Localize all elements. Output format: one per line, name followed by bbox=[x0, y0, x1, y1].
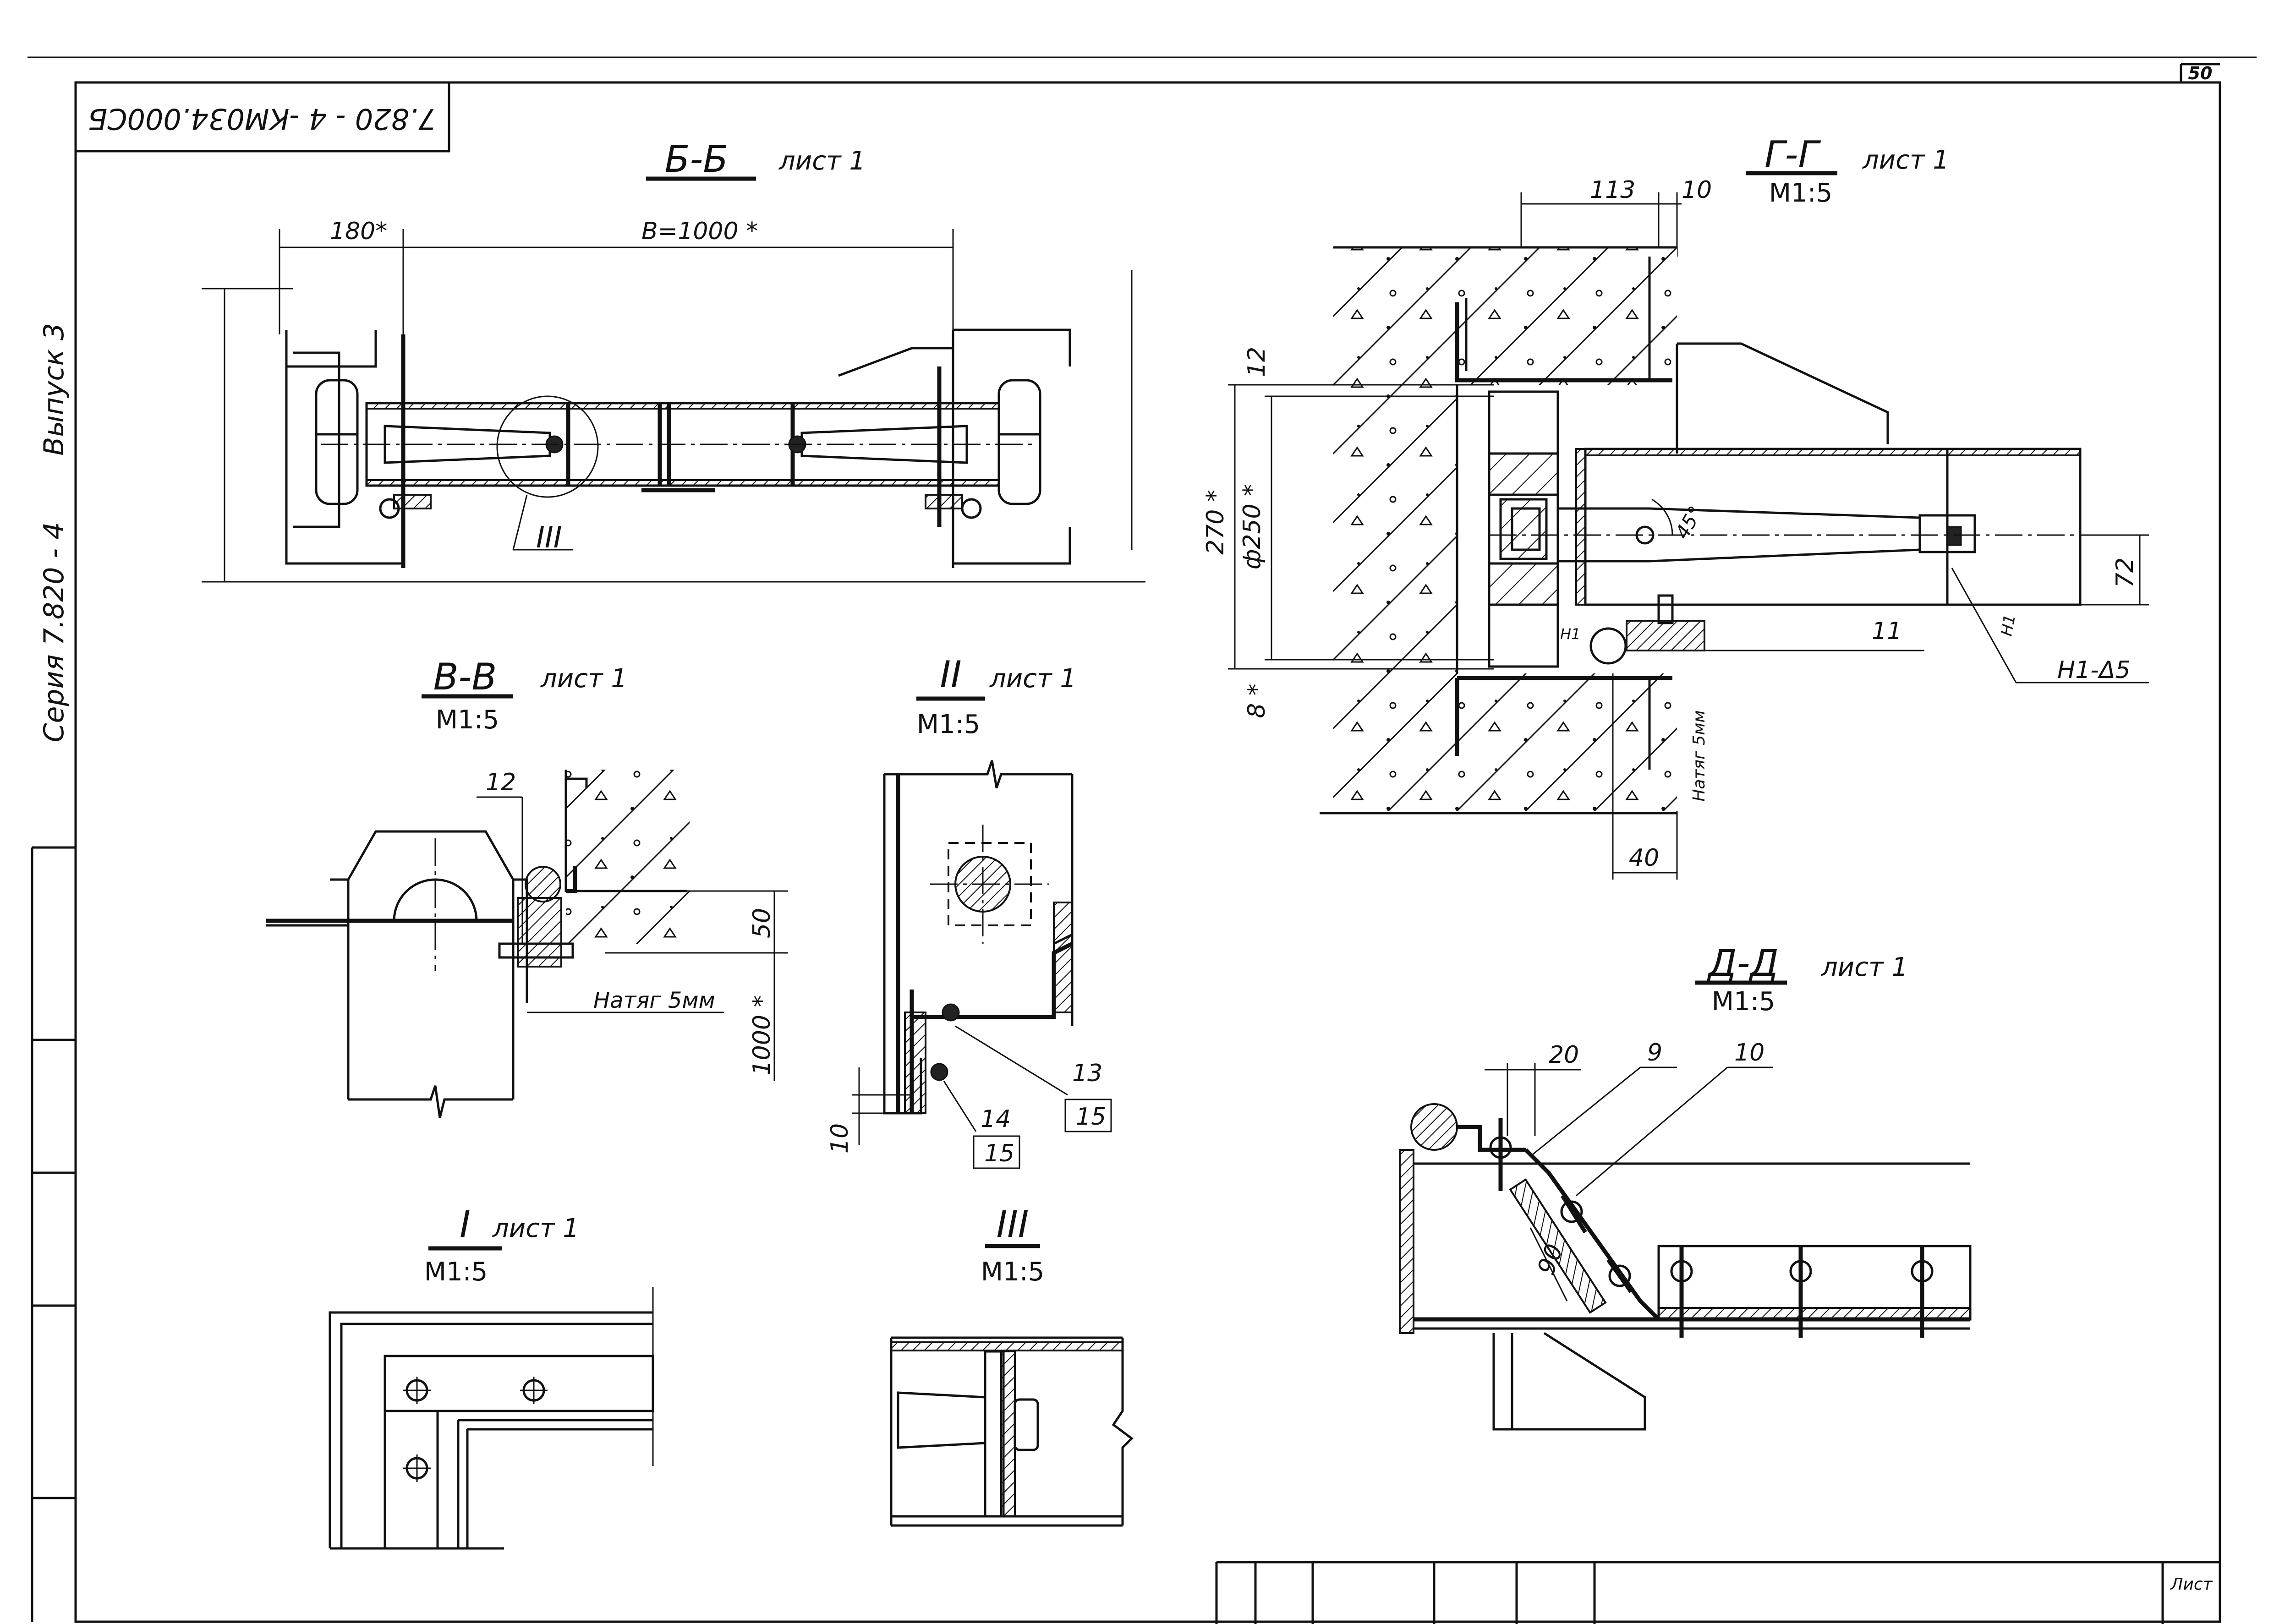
gg-seal bbox=[1589, 627, 1627, 665]
dd-label-9: 9 bbox=[1647, 1039, 1662, 1066]
view-ii-title: II bbox=[940, 653, 961, 696]
vv-label-natyag: Натяг 5мм bbox=[593, 988, 715, 1013]
sheet-frame: 50 7.820 - 4 -КМ034.000СБ Серия 7.820 - … bbox=[27, 56, 2257, 1624]
view-i-ref: лист 1 bbox=[492, 1214, 579, 1243]
dd-seal-bulb bbox=[1410, 1103, 1458, 1151]
view-gg: Г-Г М1:5 лист 1 113 10 bbox=[1202, 133, 2149, 880]
gg-dim-250: ф250 * bbox=[1238, 484, 1266, 569]
view-gg-ref: лист 1 bbox=[1862, 145, 1949, 175]
inner-border bbox=[74, 81, 2221, 1623]
vv-label-12: 12 bbox=[486, 769, 516, 796]
view-vv-scale: М1:5 bbox=[436, 705, 499, 735]
bb-callout-circle bbox=[496, 395, 599, 498]
view-dd-title: Д-Д bbox=[1707, 942, 1779, 984]
view-gg-scale: М1:5 bbox=[1769, 178, 1832, 208]
view-ii-scale: М1:5 bbox=[917, 710, 980, 739]
view-iii: III М1:5 bbox=[890, 1203, 1134, 1527]
gg-dim-113: 113 bbox=[1590, 176, 1635, 204]
gg-dim-72: 72 bbox=[2111, 558, 2139, 588]
gg-dim-10: 10 bbox=[1682, 176, 1712, 204]
corner-label: Лист bbox=[2170, 1575, 2213, 1594]
side-issue: Выпуск 3 bbox=[38, 323, 70, 456]
view-i-scale: М1:5 bbox=[424, 1257, 488, 1287]
gg-label-natyag: Натяг 5мм bbox=[1690, 710, 1709, 801]
view-ii: II М1:5 лист 1 10 13 15 14 15 bbox=[826, 653, 1112, 1169]
view-bb-title: Б-Б bbox=[665, 138, 729, 180]
gg-dim-270: 270 * bbox=[1202, 490, 1229, 555]
dd-label-10: 10 bbox=[1734, 1039, 1764, 1066]
gg-label-n1-a: Н1 bbox=[1560, 625, 1580, 643]
view-bb: Б-Б лист 1 180* В=1000 * bbox=[202, 138, 1145, 583]
view-dd-scale: М1:5 bbox=[1712, 987, 1775, 1017]
vv-dim-1000: 1000 * bbox=[748, 995, 776, 1076]
gg-dim-40: 40 bbox=[1629, 844, 1659, 872]
ii-label-15b: 15 bbox=[984, 1140, 1014, 1167]
ii-label-15a: 15 bbox=[1076, 1103, 1106, 1131]
ii-label-13: 13 bbox=[1072, 1060, 1102, 1087]
gg-dim-45: 45° bbox=[1671, 502, 1707, 543]
view-vv-title: В-В bbox=[433, 656, 497, 698]
side-stamp bbox=[31, 846, 76, 1622]
i-bolts bbox=[403, 1377, 548, 1482]
sheet-number: 50 bbox=[2188, 63, 2213, 83]
view-dd-ref: лист 1 bbox=[1821, 952, 1908, 982]
bb-dim-1000: В=1000 * bbox=[641, 218, 758, 245]
gg-dim-12: 12 bbox=[1243, 347, 1271, 377]
gg-label-n1d5: Н1-Δ5 bbox=[2057, 656, 2131, 684]
gg-label-n1-b: Н1 bbox=[1997, 613, 2019, 637]
side-series: Серия 7.820 - 4 bbox=[38, 522, 70, 743]
code-stamp bbox=[74, 81, 450, 153]
view-iii-scale: М1:5 bbox=[981, 1257, 1044, 1287]
dd-dim-20: 20 bbox=[1549, 1041, 1579, 1069]
view-vv-ref: лист 1 bbox=[540, 664, 627, 694]
document-code: 7.820 - 4 -КМ034.000СБ bbox=[88, 102, 437, 136]
gg-dim-8: 8 * bbox=[1243, 684, 1271, 718]
view-vv: В-В М1:5 лист 1 50 1000 * Натяг 5мм bbox=[266, 656, 788, 1118]
title-block-fragment: Лист bbox=[1215, 1561, 2220, 1624]
view-gg-title: Г-Г bbox=[1764, 133, 1821, 176]
view-bb-ref: лист 1 bbox=[778, 146, 866, 176]
view-iii-title: III bbox=[997, 1203, 1029, 1246]
dd-bolts bbox=[1489, 1118, 1934, 1338]
view-dd: Д-Д М1:5 лист 1 20 bbox=[1399, 942, 1972, 1431]
vv-dim-50: 50 bbox=[748, 908, 776, 938]
view-ii-ref: лист 1 bbox=[989, 664, 1076, 694]
bb-dim-180: 180* bbox=[330, 218, 387, 245]
ii-label-14: 14 bbox=[981, 1105, 1011, 1133]
bb-callout-label: III bbox=[536, 521, 562, 555]
view-i: I М1:5 лист 1 bbox=[329, 1203, 654, 1550]
ii-dim-10: 10 bbox=[826, 1123, 854, 1154]
gg-label-11: 11 bbox=[1872, 618, 1902, 645]
view-i-title: I bbox=[460, 1203, 471, 1246]
